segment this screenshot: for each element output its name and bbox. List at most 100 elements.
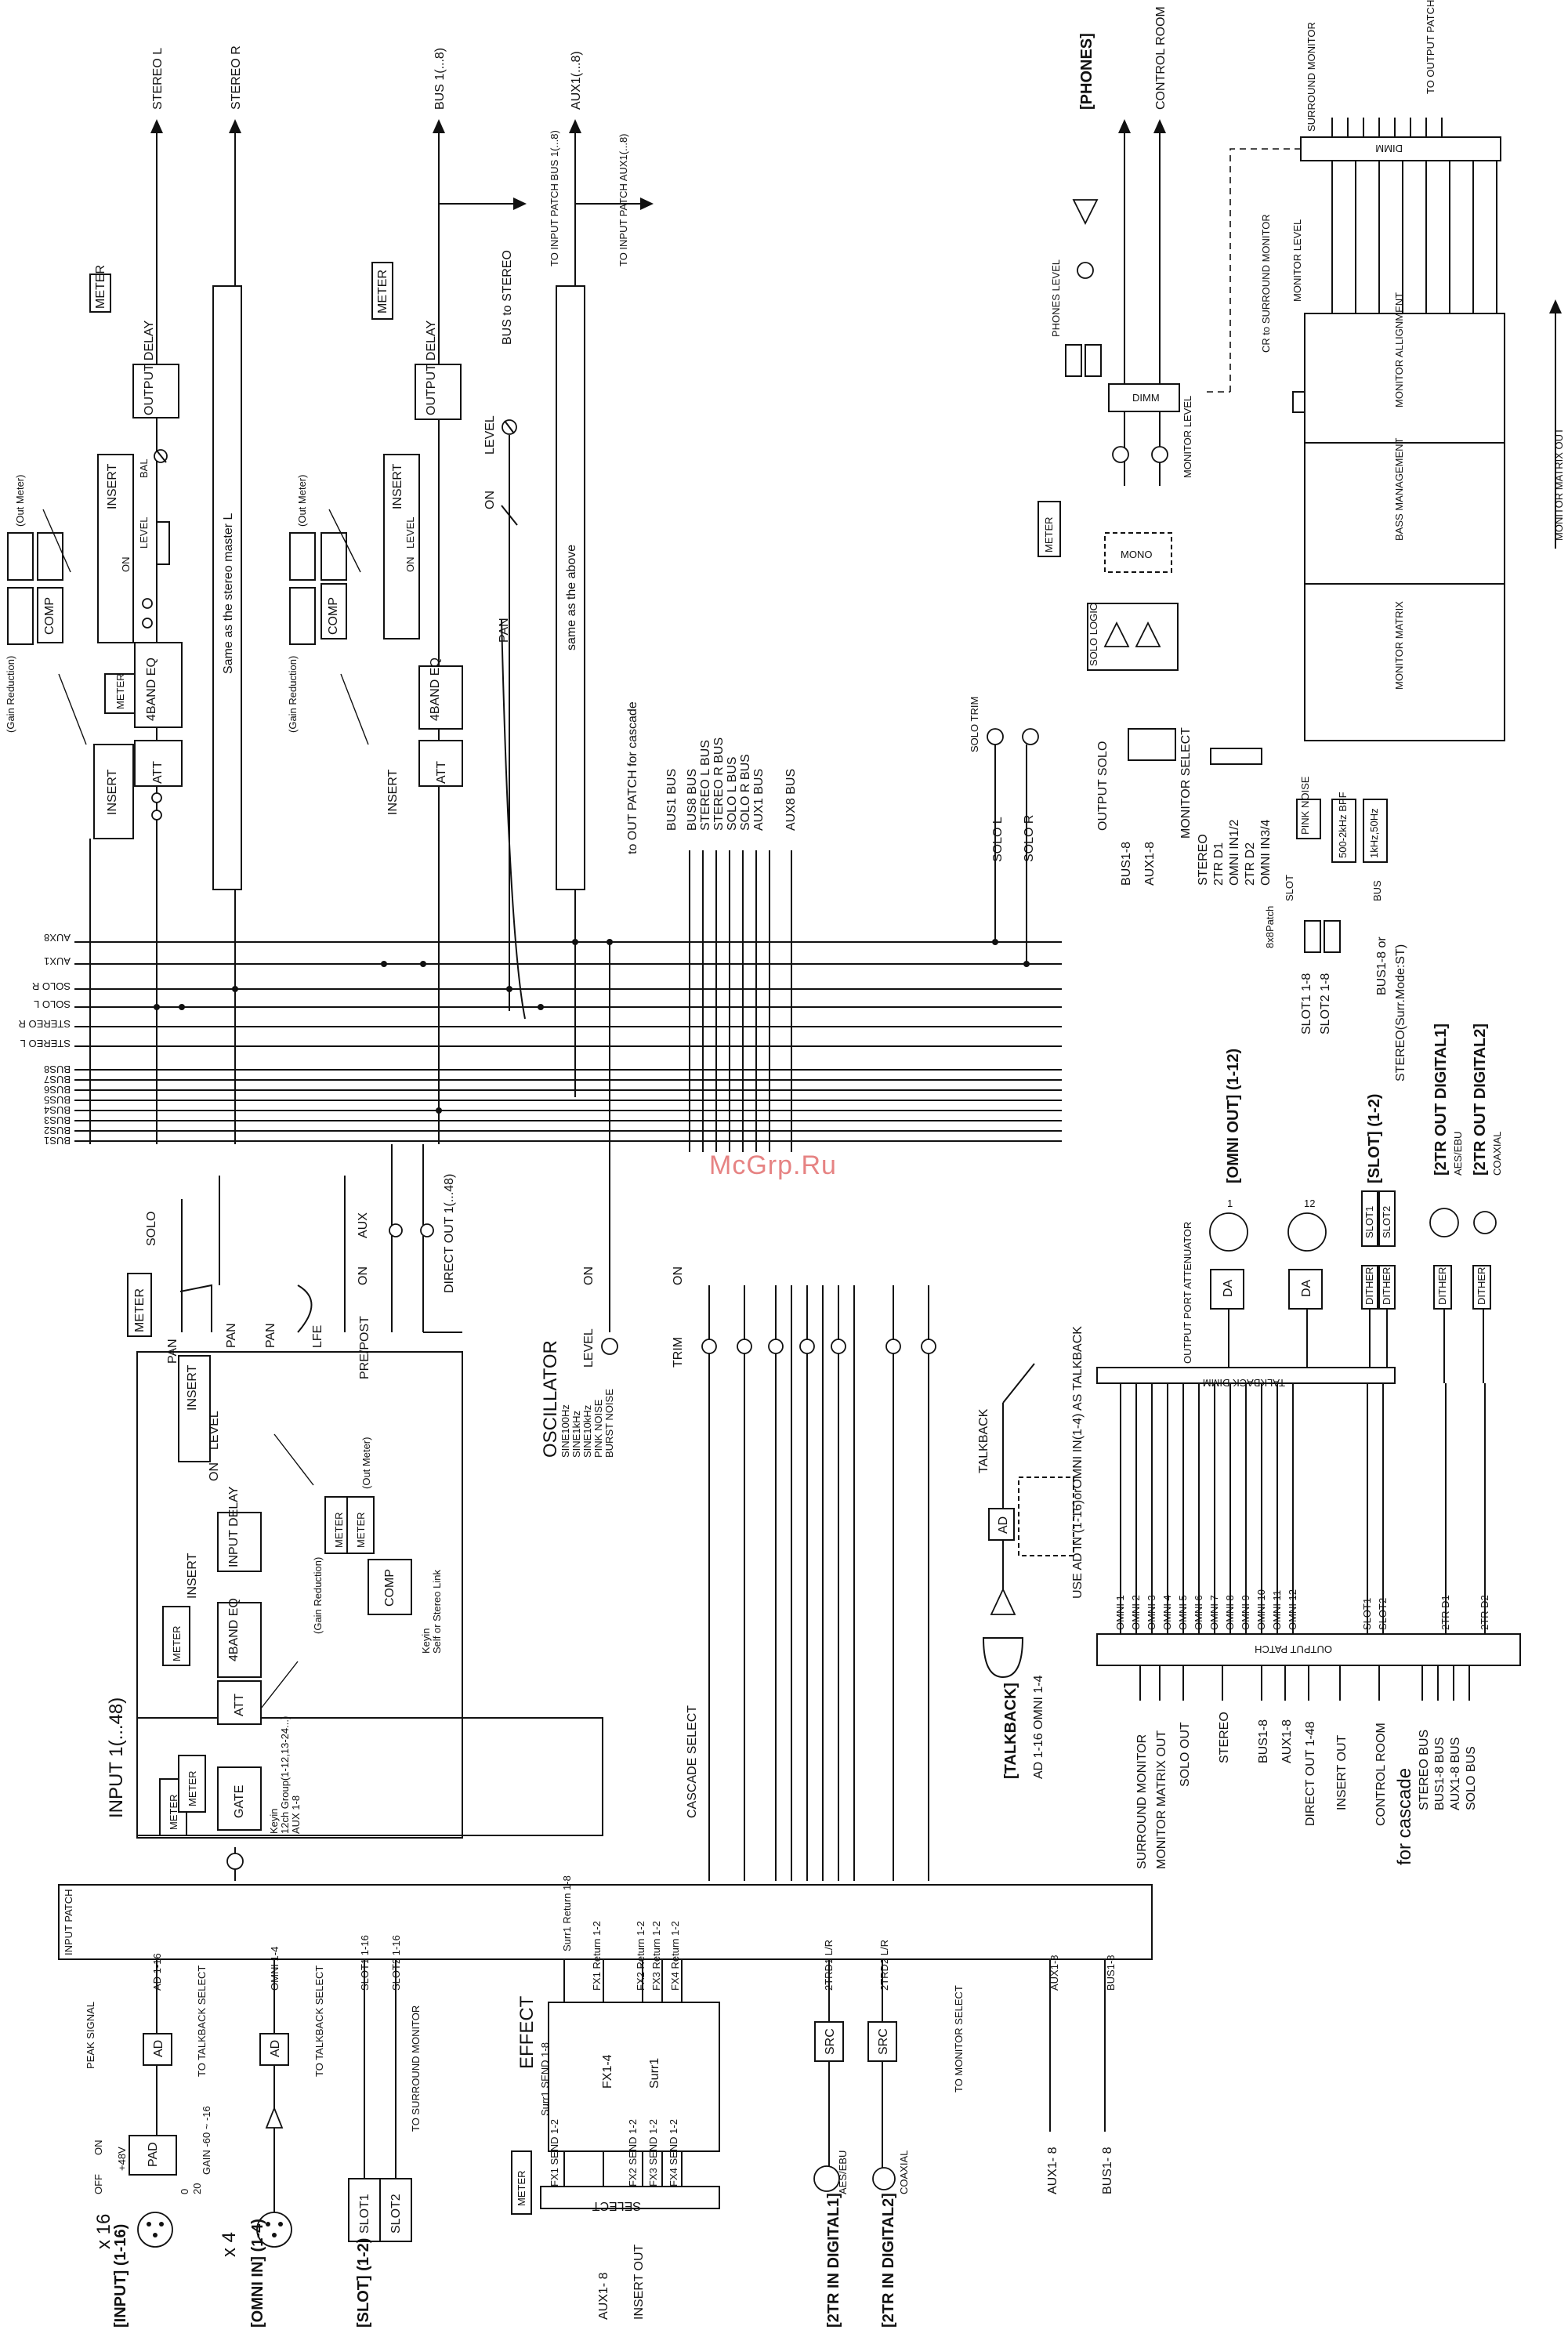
bus-band-eq-label: 4BAND EQ: [429, 658, 442, 721]
input-title-label: INPUT 1(...48): [106, 1697, 127, 1818]
solo-l-label: SOLO L: [991, 817, 1005, 862]
cascade-bus-arrows: [689, 850, 792, 1152]
pad-label: PAD: [147, 2142, 160, 2167]
cascade-source-label: AUX1-8 BUS: [1449, 1737, 1462, 1810]
bus-pan-label: PAN: [498, 618, 511, 643]
oscillator-item: SINE10kHz: [581, 1405, 593, 1458]
input-patch-block: [58, 1884, 1153, 1960]
aux-out-label: AUX1(...8): [570, 51, 583, 110]
bus-on-label: ON: [404, 557, 416, 573]
trd-channel-label: 2TR D1: [1439, 1595, 1451, 1630]
bus-taps: [154, 939, 1030, 1114]
omni-channel-label: OMNI 4: [1161, 1595, 1173, 1630]
input-on-label: ON: [357, 1266, 370, 1285]
ad2-label: AD: [269, 2040, 282, 2057]
monitor-bus-item: AUX1-8: [1143, 842, 1157, 886]
cascade-bus-label: BUS8 BUS: [686, 769, 699, 831]
monitor-alignment-label: MONITOR ALLIGNMENT: [1393, 292, 1405, 408]
fx-send-label: Surr1 SEND 1-8: [539, 2042, 551, 2116]
output-source-label: STEREO: [1218, 1712, 1231, 1763]
for-cascade-label: for cascade: [1394, 1768, 1415, 1865]
bus-mon-label: BUS: [1371, 880, 1383, 901]
aux18b-label: AUX1- 8: [1046, 2147, 1059, 2194]
bus-labels: AUX8 AUX1 SOLO R SOLO L STEREO R STEREO …: [19, 932, 71, 1147]
stereo-note-label: Same as the stereo master L: [222, 513, 235, 674]
phones-label: [PHONES]: [1078, 33, 1095, 110]
omni-channel-label: OMNI 3: [1146, 1595, 1157, 1630]
monitor-level-label: MONITOR LEVEL: [1182, 396, 1193, 478]
talkback-use-ad-label: USE AD IN (1-16)orOMNI IN(1-4) AS TALKBA…: [1071, 1326, 1085, 1599]
solo-logic-label: SOLO LOGIC: [1088, 603, 1099, 666]
input-gain-reduction-label: (Gain Reduction): [312, 1557, 324, 1634]
tr-in-digital1-label: [2TR IN DIGITAL1]: [825, 2193, 842, 2328]
ad-label: AD: [152, 2040, 165, 2057]
bus-level2-label: LEVEL: [483, 415, 497, 455]
talkback-ad-label: AD: [997, 1516, 1010, 1534]
omni-in-label: [OMNI IN] (1-4): [249, 2219, 266, 2328]
monitor-select-items: STEREO 2TR D1 OMNI IN1/2 2TR D2 OMNI IN3…: [1197, 819, 1273, 886]
oscillator-item: SINE100Hz: [559, 1404, 571, 1458]
to-out-patch-label: to OUT PATCH for cascade: [626, 701, 639, 854]
slot2-out-label: SLOT2: [1381, 1206, 1392, 1238]
off-label: OFF: [92, 2174, 104, 2194]
trd-channel-label: 2TR D2: [1479, 1595, 1490, 1630]
peak-signal-label: PEAK SIGNAL: [85, 2002, 96, 2069]
stereo-output-delay-label: OUTPUT DELAY: [143, 320, 156, 415]
src2-label: SRC: [877, 2028, 890, 2055]
monitor-select-item: OMNI IN1/2: [1228, 819, 1241, 886]
talkback-title-label: TALKBACK: [977, 1408, 990, 1473]
output-patch-sources: SURROUND MONITOR MONITOR MATRIX OUT SOLO…: [1135, 1712, 1388, 1869]
monitor-matrix-label: MONITOR MATRIX: [1393, 601, 1405, 690]
bus-level-label: LEVEL: [404, 517, 416, 549]
input-label: [INPUT] (1-16): [112, 2224, 129, 2328]
tr-out2-label: [2TR OUT DIGITAL2]: [1472, 1024, 1489, 1176]
cascade-bus-label: STEREO R BUS: [712, 737, 726, 831]
output-source-label: INSERT OUT: [1335, 1734, 1349, 1810]
fx-meter-label: METER: [516, 2171, 527, 2207]
input-out-meter-label: (Out Meter): [360, 1437, 372, 1489]
talkback-block: [982, 1363, 1396, 1679]
to-input-patch-aux-label: TO INPUT PATCH AUX1(...8): [617, 133, 629, 266]
cascade-block: [701, 1285, 936, 1881]
output-patch-channels: OMNI 1 OMNI 2 OMNI 3 OMNI 4 OMNI 5 OMNI …: [1114, 1589, 1490, 1630]
cascade-bus-label: AUX8 BUS: [784, 769, 798, 831]
omni-n12-label: 12: [1304, 1197, 1315, 1209]
bus-comp-label: COMP: [327, 597, 340, 635]
bus18-label: BUS1- 8: [1101, 2147, 1114, 2194]
bus-att-label: ATT: [435, 761, 448, 784]
dither-label: DITHER: [1436, 1267, 1448, 1305]
slot2-label: SLOT2: [389, 2194, 403, 2234]
input-patch-sources: AD 1-16 OMNI 1-4 SLOT1 1-16 SLOT2 1-16 S…: [151, 1875, 1117, 1991]
oscillator-item: BURST NOISE: [603, 1389, 615, 1458]
talkback-label: [TALKBACK]: [1002, 1683, 1019, 1779]
bus-gain-reduction-label: (Gain Reduction): [287, 656, 299, 733]
bus-label: BUS4: [44, 1104, 71, 1116]
bus-label: BUS8: [44, 1063, 71, 1075]
input-band-eq-label: 4BAND EQ: [227, 1598, 241, 1661]
omni-n1-label: 1: [1227, 1197, 1233, 1209]
input-att-label: ATT: [233, 1694, 246, 1716]
fx-send-label: FX4 SEND 1-2: [668, 2119, 679, 2187]
bus-label: BUS6: [44, 1084, 71, 1096]
monitor-select-item: 2TR D1: [1212, 842, 1226, 886]
input-keyin-gate-src2-label: AUX 1-8: [290, 1795, 302, 1834]
stereo-master-block: [7, 274, 242, 1144]
input-aux-label: AUX: [357, 1212, 370, 1238]
output-source-label: MONITOR MATRIX OUT: [1155, 1730, 1168, 1869]
twenty-label: 20: [191, 2183, 203, 2194]
dither-label: DITHER: [1381, 1267, 1392, 1305]
input-patch-title-label: INPUT PATCH: [63, 1889, 74, 1955]
stereo-out-meter-label: (Out Meter): [14, 475, 26, 527]
dimm-label: DIMM: [1132, 392, 1160, 404]
output-cascade-sources: STEREO BUS BUS1-8 BUS AUX1-8 BUS SOLO BU…: [1418, 1730, 1478, 1810]
x4-label: x 4: [219, 2232, 240, 2257]
oscillator-level-label: LEVEL: [582, 1328, 596, 1368]
slot1-out-label: SLOT1: [1363, 1206, 1375, 1238]
cr-to-surround-label: CR to SURROUND MONITOR: [1260, 214, 1272, 353]
input-channel-block: [127, 1144, 603, 1881]
bus-out-label: BUS 1(...8): [433, 48, 447, 110]
stereo-on-label: ON: [120, 557, 132, 573]
surround-dimm-label: DIMM: [1375, 143, 1403, 154]
control-room-label: CONTROL ROOM: [1154, 6, 1168, 110]
output-port-attenuator-label: OUTPUT PORT ATTENUATOR: [1182, 1222, 1193, 1364]
